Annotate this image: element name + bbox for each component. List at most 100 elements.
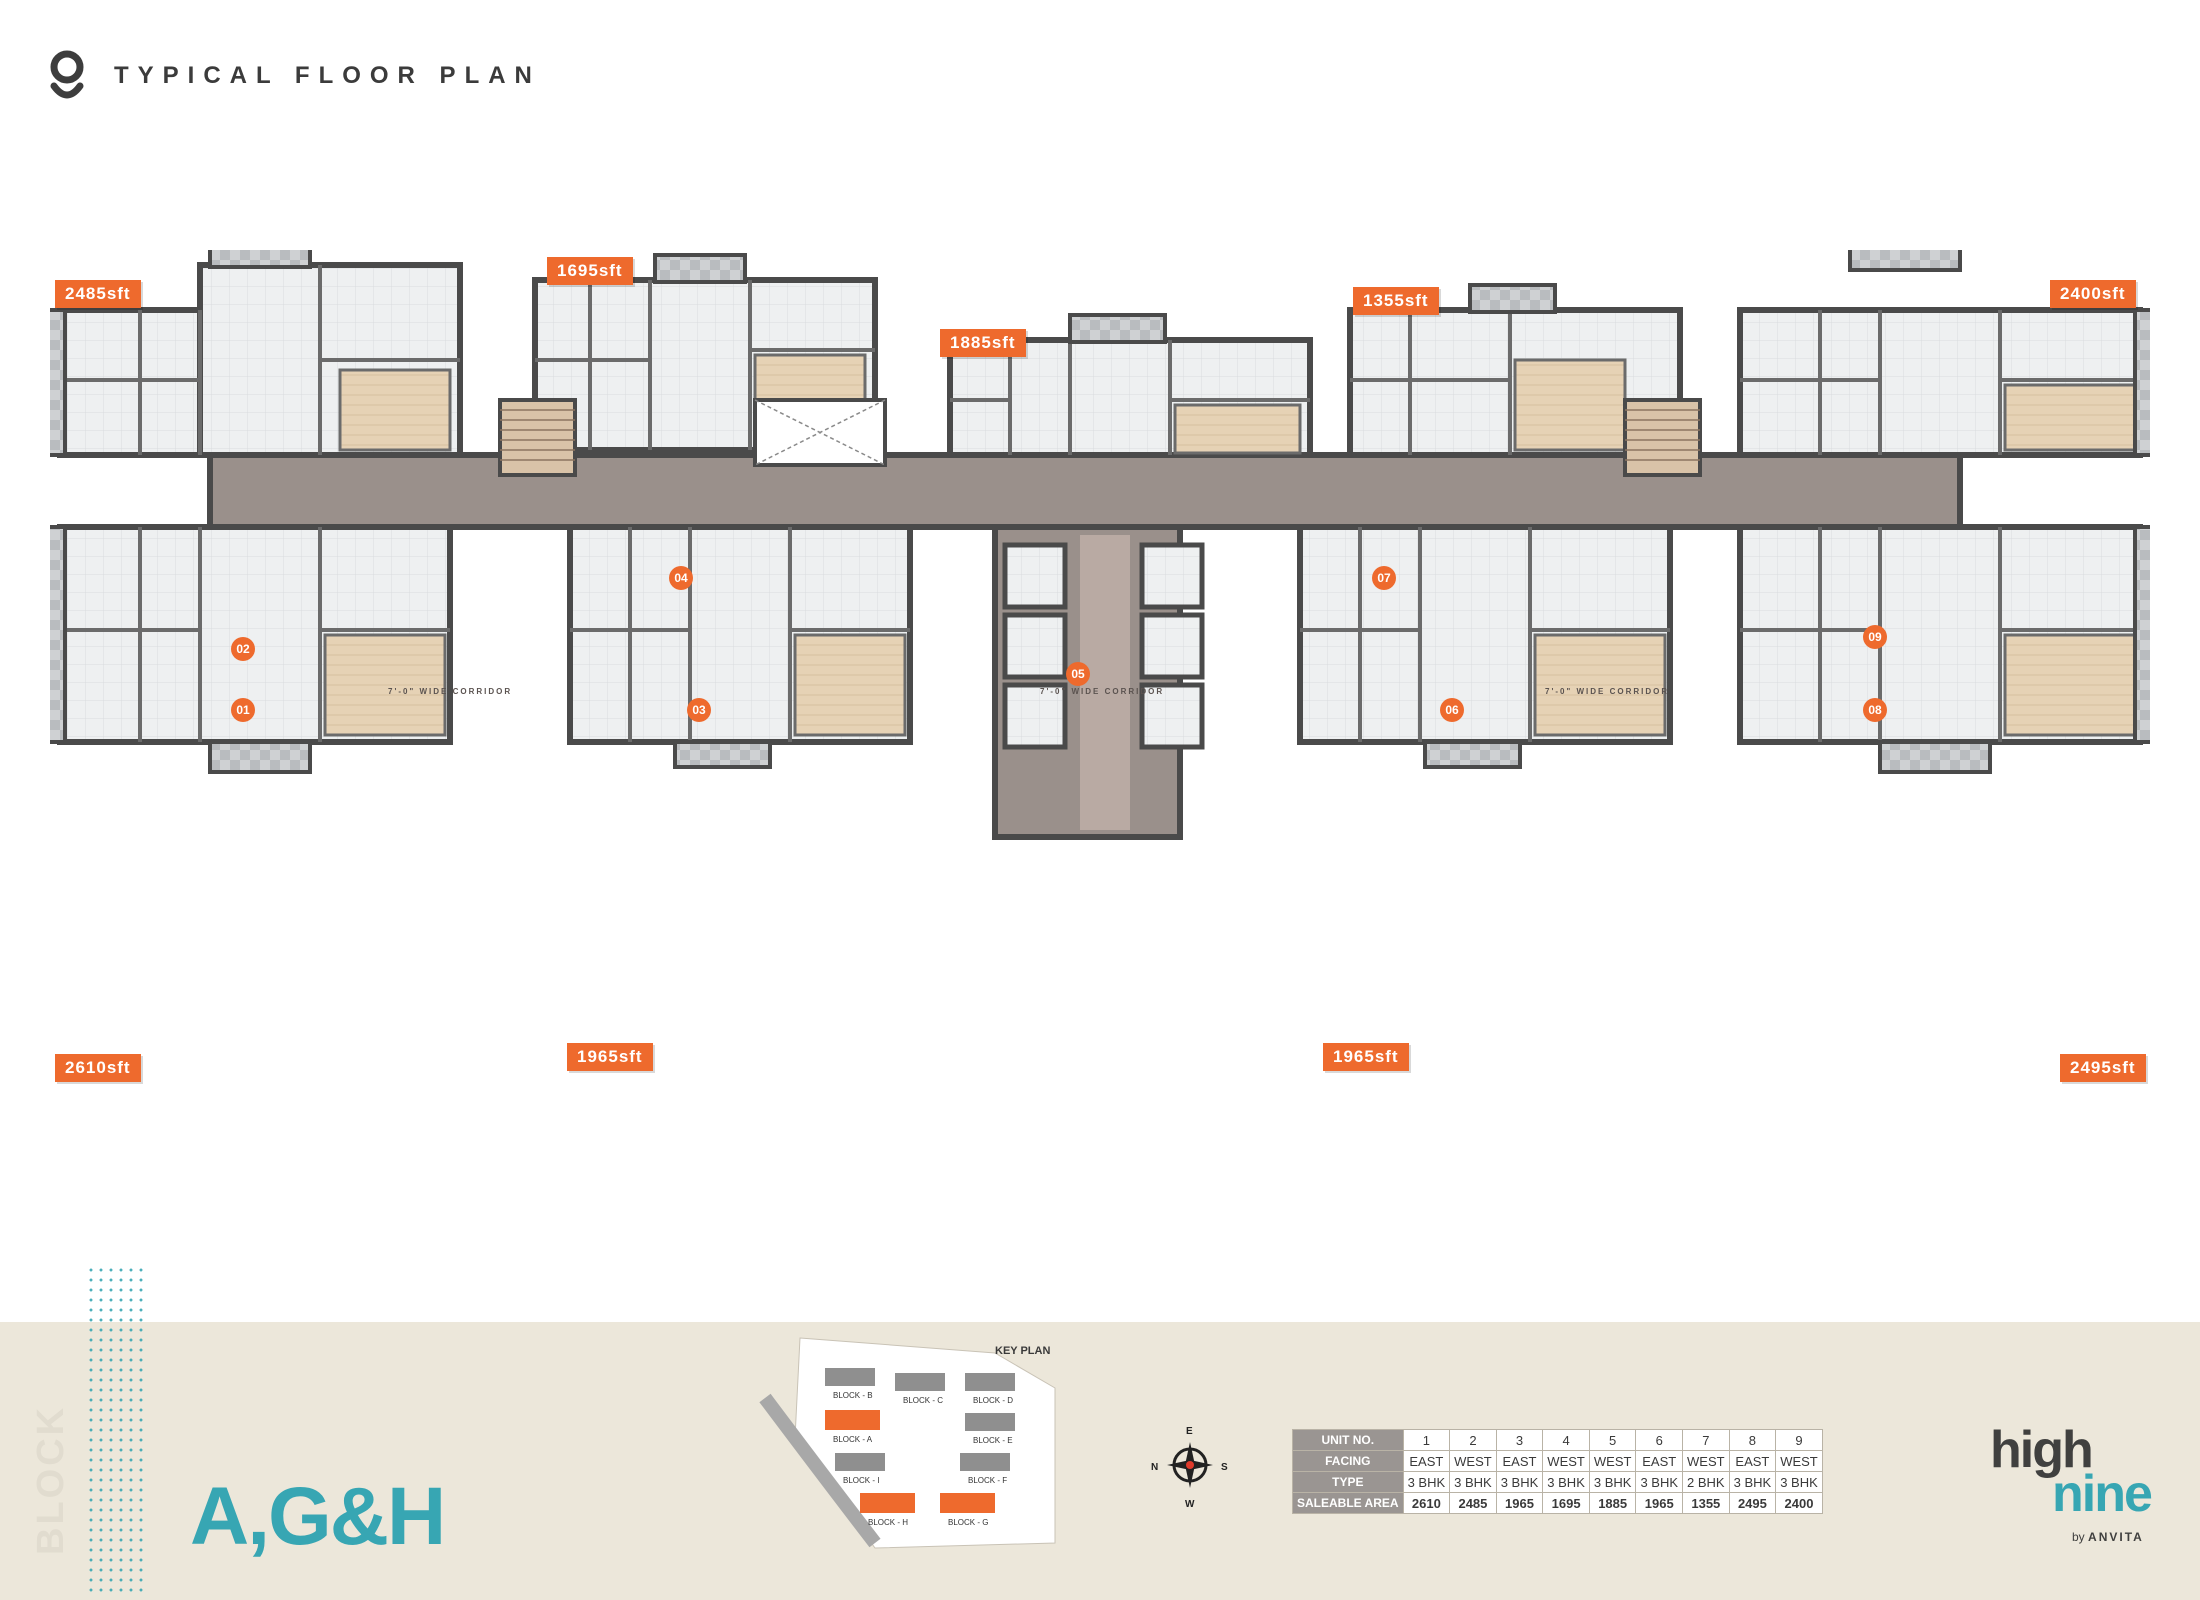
table-row: UNIT NO. 1 2 3 4 5 6 7 8 9 [1292, 1429, 1823, 1451]
header-unit-no: UNIT NO. [1292, 1429, 1404, 1451]
lift-5 [1139, 612, 1205, 680]
header-saleable-area: SALEABLE AREA [1292, 1492, 1404, 1514]
cell: 1965 [1495, 1492, 1544, 1514]
unit-number-03: 03 [687, 698, 711, 722]
area-tag-unit-07: 1355sft [1353, 287, 1439, 315]
floor-plan-drawing [43, 243, 2157, 840]
cell: 5 [1588, 1429, 1637, 1451]
area-tag-unit-04: 1695sft [547, 257, 633, 285]
page-title: TYPICAL FLOOR PLAN [114, 62, 541, 89]
cell: EAST [1495, 1450, 1544, 1472]
key-plan-label-b: BLOCK - B [833, 1391, 873, 1400]
key-plan-label-e: BLOCK - E [973, 1436, 1013, 1445]
area-tag-unit-01: 2610sft [55, 1054, 141, 1082]
lift-3 [1002, 682, 1068, 750]
cell: 9 [1775, 1429, 1823, 1451]
unit-number-05: 05 [1066, 662, 1090, 686]
cell: 3 [1495, 1429, 1544, 1451]
lift-1 [1002, 542, 1068, 610]
cell: EAST [1402, 1450, 1451, 1472]
area-tag-unit-02: 2485sft [55, 280, 141, 308]
cell: 2 [1449, 1429, 1497, 1451]
cell: 3 BHK [1542, 1471, 1590, 1493]
unit-number-07: 07 [1372, 566, 1396, 590]
cell: 2485 [1449, 1492, 1497, 1514]
cell: EAST [1635, 1450, 1684, 1472]
header-type: TYPE [1292, 1471, 1404, 1493]
unit-number-01: 01 [231, 698, 255, 722]
unit-summary-table: UNIT NO. 1 2 3 4 5 6 7 8 9 FACING EAST W… [1292, 1429, 1823, 1514]
cell: 1695 [1542, 1492, 1590, 1514]
cell: 7 [1682, 1429, 1730, 1451]
lift-6 [1139, 682, 1205, 750]
table-row: FACING EAST WEST EAST WEST WEST EAST WES… [1292, 1450, 1823, 1472]
key-plan-label-c: BLOCK - C [903, 1396, 943, 1405]
compass-icon: E N S W [1151, 1426, 1228, 1510]
compass-s: S [1221, 1462, 1228, 1473]
cell: 3 BHK [1775, 1471, 1823, 1493]
area-tag-unit-05: 1885sft [940, 329, 1026, 357]
area-tag-unit-09: 2400sft [2050, 280, 2136, 308]
cell: 6 [1635, 1429, 1684, 1451]
lift-4 [1139, 542, 1205, 610]
cell: 1355 [1682, 1492, 1730, 1514]
brand-logo-icon [50, 50, 84, 99]
key-plan-diagram: BLOCK - B BLOCK - C BLOCK - D BLOCK - A … [759, 1337, 1056, 1549]
unit-number-09: 09 [1863, 625, 1887, 649]
cell: 3 BHK [1402, 1471, 1451, 1493]
cell: WEST [1682, 1450, 1730, 1472]
cell: 2400 [1775, 1492, 1823, 1514]
decorative-dots [86, 1265, 146, 1595]
cell: 3 BHK [1588, 1471, 1637, 1493]
cell: 3 BHK [1449, 1471, 1497, 1493]
brand-by-line: by ANVITA [2072, 1530, 2144, 1544]
corridor-label-left: 7'-0" WIDE CORRIDOR [388, 687, 513, 696]
unit-number-06: 06 [1440, 698, 1464, 722]
page-header: TYPICAL FLOOR PLAN [48, 50, 541, 102]
floor-plan: 2485sft 1695sft 1885sft 1355sft 2400sft … [43, 243, 2157, 1100]
lift-lobby [1080, 535, 1130, 830]
brand-company: ANVITA [2088, 1530, 2144, 1544]
brand-logo: high nine by ANVITA [1990, 1420, 2160, 1550]
key-plan-label-d: BLOCK - D [973, 1396, 1013, 1405]
brand-nine: nine [2052, 1465, 2153, 1523]
compass-e: E [1186, 1426, 1193, 1437]
brand-by: by [2072, 1530, 2085, 1544]
cell: 8 [1728, 1429, 1777, 1451]
block-word: BLOCK [30, 1404, 72, 1555]
cell: 2495 [1728, 1492, 1777, 1514]
cell: 1885 [1588, 1492, 1637, 1514]
cell: WEST [1542, 1450, 1590, 1472]
area-tag-unit-08: 2495sft [2060, 1054, 2146, 1082]
corridor-label-right: 7'-0" WIDE CORRIDOR [1545, 687, 1670, 696]
corridor-label-center: 7'-0" WIDE CORRIDOR [1040, 687, 1165, 696]
cell: 4 [1542, 1429, 1590, 1451]
key-plan-label-g: BLOCK - G [948, 1518, 988, 1527]
cell: EAST [1728, 1450, 1777, 1472]
key-plan-label-f: BLOCK - F [968, 1476, 1007, 1485]
cell: 1 [1402, 1429, 1451, 1451]
cell: 2 BHK [1682, 1471, 1730, 1493]
table-row: TYPE 3 BHK 3 BHK 3 BHK 3 BHK 3 BHK 3 BHK… [1292, 1471, 1823, 1493]
footer-band [0, 1322, 2200, 1600]
block-name: A,G&H [190, 1471, 446, 1562]
unit-number-02: 02 [231, 637, 255, 661]
key-plan-title: KEY PLAN [995, 1345, 1051, 1357]
key-plan-label-i: BLOCK - I [843, 1476, 879, 1485]
unit-number-08: 08 [1863, 698, 1887, 722]
brand-high: high [1990, 1421, 2094, 1479]
compass-n: N [1151, 1462, 1158, 1473]
cell: WEST [1775, 1450, 1823, 1472]
area-tag-unit-03: 1965sft [567, 1043, 653, 1071]
key-plan-label-h: BLOCK - H [868, 1518, 908, 1527]
key-plan-label-a: BLOCK - A [833, 1435, 873, 1444]
cell: WEST [1449, 1450, 1497, 1472]
cell: 3 BHK [1635, 1471, 1684, 1493]
cell: 2610 [1402, 1492, 1451, 1514]
header-facing: FACING [1292, 1450, 1404, 1472]
unit-number-04: 04 [669, 566, 693, 590]
table-row: SALEABLE AREA 2610 2485 1965 1695 1885 1… [1292, 1492, 1823, 1514]
cell: WEST [1588, 1450, 1637, 1472]
cell: 3 BHK [1728, 1471, 1777, 1493]
compass-w: W [1185, 1499, 1195, 1510]
